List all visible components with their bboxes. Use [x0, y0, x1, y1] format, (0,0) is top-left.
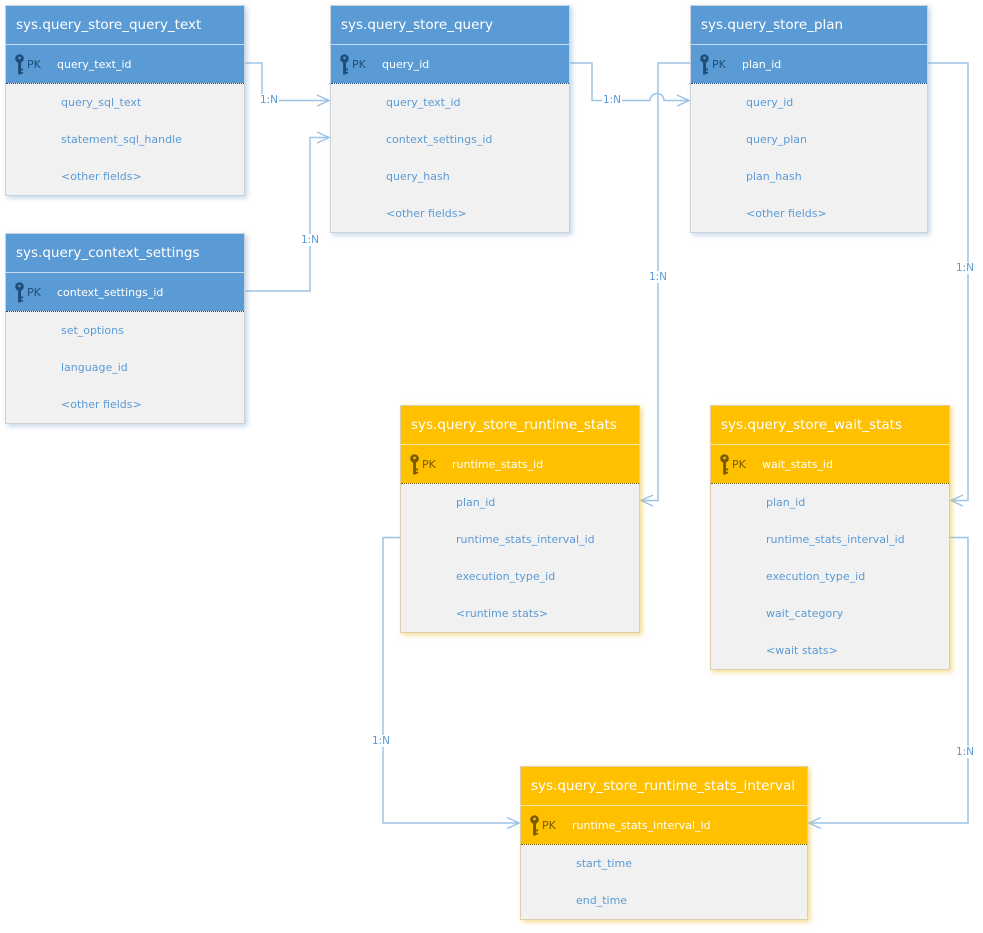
pk-field-name: runtime_stats_interval_id: [572, 818, 711, 832]
table-title: sys.query_store_wait_stats: [711, 406, 949, 445]
field-row: plan_id: [766, 496, 806, 509]
relationship-cardinality-label: 1:N: [954, 262, 976, 274]
entity-query-store-query-text[interactable]: sys.query_store_query_text PK query_text…: [5, 5, 245, 196]
field-row: statement_sql_handle: [61, 133, 182, 146]
field-row: <wait stats>: [766, 644, 838, 657]
entity-query-context-settings[interactable]: sys.query_context_settings PK context_se…: [5, 233, 245, 424]
table-title: sys.query_store_runtime_stats_interval: [521, 767, 807, 806]
entity-query-store-query[interactable]: sys.query_store_query PK query_id query_…: [330, 5, 570, 233]
connector-plan-waitstats: [928, 62, 969, 507]
field-row: wait_category: [766, 607, 844, 620]
field-row: <other fields>: [386, 207, 467, 220]
field-row: query_sql_text: [61, 96, 142, 109]
relationship-cardinality-label: 1:N: [299, 234, 321, 246]
field-row: plan_id: [456, 496, 496, 509]
connector-waitstats-interval: [807, 536, 969, 830]
table-title: sys.query_store_query_text: [6, 6, 244, 45]
relationship-cardinality-label: 1:N: [954, 746, 976, 758]
field-row: query_hash: [386, 170, 450, 183]
field-row: <other fields>: [61, 170, 142, 183]
primary-key-icon: [719, 453, 730, 475]
primary-key-icon: [699, 53, 710, 75]
field-row: context_settings_id: [386, 133, 493, 146]
entity-query-store-plan[interactable]: sys.query_store_plan PK plan_id query_id…: [690, 5, 928, 233]
field-list: query_sql_text statement_sql_handle <oth…: [6, 83, 244, 195]
field-list: query_id query_plan plan_hash <other fie…: [691, 83, 927, 232]
field-row: <runtime stats>: [456, 607, 549, 620]
primary-key-icon: [339, 53, 350, 75]
pk-row: PK runtime_stats_interval_id: [521, 806, 807, 844]
field-row: language_id: [61, 361, 128, 374]
pk-row: PK plan_id: [691, 45, 927, 83]
connector-contextsettings-query: [245, 131, 331, 292]
pk-tag: PK: [27, 285, 41, 299]
field-row: execution_type_id: [766, 570, 866, 583]
field-list: set_options language_id <other fields>: [6, 311, 244, 423]
field-row: query_text_id: [386, 96, 461, 109]
table-title: sys.query_store_plan: [691, 6, 927, 45]
primary-key-icon: [14, 281, 25, 303]
relationship-cardinality-label: 1:N: [370, 735, 392, 747]
field-row: runtime_stats_interval_id: [766, 533, 905, 546]
pk-tag: PK: [422, 457, 436, 471]
pk-field-name: query_id: [382, 57, 430, 71]
pk-field-name: plan_id: [742, 57, 782, 71]
pk-field-name: wait_stats_id: [762, 457, 833, 471]
field-list: plan_id runtime_stats_interval_id execut…: [711, 483, 949, 669]
pk-tag: PK: [712, 57, 726, 71]
pk-tag: PK: [27, 57, 41, 71]
field-row: <other fields>: [746, 207, 827, 220]
field-row: end_time: [576, 894, 628, 907]
field-row: runtime_stats_interval_id: [456, 533, 595, 546]
pk-field-name: context_settings_id: [57, 285, 164, 299]
pk-row: PK wait_stats_id: [711, 445, 949, 483]
entity-query-store-runtime-stats-interval[interactable]: sys.query_store_runtime_stats_interval P…: [520, 766, 808, 920]
field-list: plan_id runtime_stats_interval_id execut…: [401, 483, 639, 632]
field-row: query_id: [746, 96, 794, 109]
connector-querytext-query: [245, 62, 331, 107]
primary-key-icon: [409, 453, 420, 475]
field-row: start_time: [576, 857, 632, 870]
pk-row: PK query_text_id: [6, 45, 244, 83]
relationship-cardinality-label: 1:N: [601, 94, 623, 106]
primary-key-icon: [14, 53, 25, 75]
connector-query-plan: [570, 62, 691, 107]
pk-tag: PK: [352, 57, 366, 71]
field-row: set_options: [61, 324, 124, 337]
connector-runtimestats-interval: [382, 536, 521, 830]
field-list: start_time end_time: [521, 844, 807, 919]
pk-row: PK runtime_stats_id: [401, 445, 639, 483]
table-title: sys.query_store_query: [331, 6, 569, 45]
pk-field-name: runtime_stats_id: [452, 457, 544, 471]
pk-row: PK query_id: [331, 45, 569, 83]
primary-key-icon: [529, 814, 540, 836]
pk-tag: PK: [542, 818, 556, 832]
field-row: query_plan: [746, 133, 808, 146]
field-row: plan_hash: [746, 170, 802, 183]
entity-query-store-runtime-stats[interactable]: sys.query_store_runtime_stats PK runtime…: [400, 405, 640, 633]
table-title: sys.query_context_settings: [6, 234, 244, 273]
relationship-cardinality-label: 1:N: [258, 94, 280, 106]
pk-row: PK context_settings_id: [6, 273, 244, 311]
pk-field-name: query_text_id: [57, 57, 132, 71]
pk-tag: PK: [732, 457, 746, 471]
field-row: execution_type_id: [456, 570, 556, 583]
field-row: <other fields>: [61, 398, 142, 411]
table-title: sys.query_store_runtime_stats: [401, 406, 639, 445]
entity-query-store-wait-stats[interactable]: sys.query_store_wait_stats PK wait_stats…: [710, 405, 950, 670]
field-list: query_text_id context_settings_id query_…: [331, 83, 569, 232]
relationship-cardinality-label: 1:N: [647, 271, 669, 283]
